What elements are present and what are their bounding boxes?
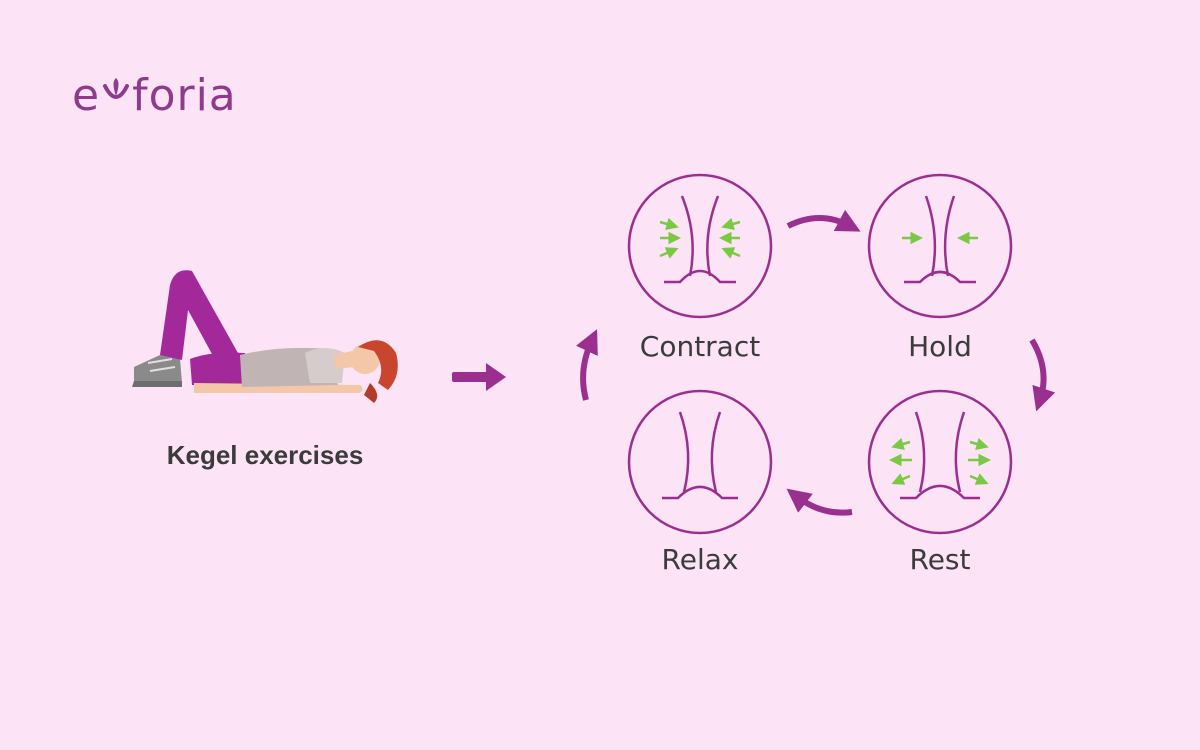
brand-name-start: e — [72, 70, 101, 121]
relax-step-icon — [627, 389, 773, 535]
woman-lying-illustration — [132, 270, 398, 403]
step-label-contract: Contract — [639, 330, 761, 363]
step-label-relax: Relax — [661, 543, 739, 576]
right-arrow-icon — [452, 363, 506, 391]
contract-step-icon — [627, 173, 773, 319]
leaf-icon — [103, 78, 130, 99]
rest-step-icon — [867, 389, 1013, 535]
kegel-caption: Kegel exercises — [166, 440, 364, 470]
cycle-arrow-rest-to-relax — [786, 488, 853, 516]
kegel-cycle-diagram — [576, 173, 1056, 535]
cycle-arrow-hold-to-rest — [1029, 338, 1056, 412]
step-label-hold: Hold — [908, 330, 972, 363]
brand-name-end: foria — [132, 70, 237, 121]
cycle-arrow-contract-to-hold — [786, 209, 861, 232]
hold-step-icon — [867, 173, 1013, 319]
step-label-rest: Rest — [909, 543, 971, 576]
cycle-arrow-relax-to-contract — [576, 329, 598, 401]
